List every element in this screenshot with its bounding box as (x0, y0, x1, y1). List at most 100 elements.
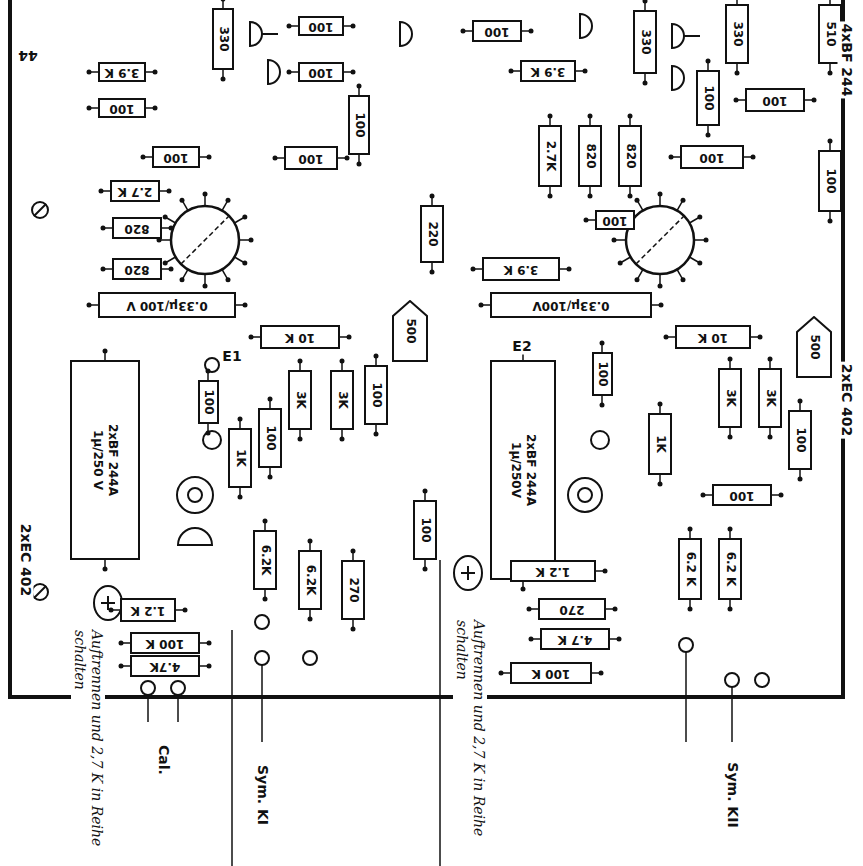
solder-pad (340, 359, 345, 364)
solder-pad (238, 495, 243, 500)
mounting-hole (32, 584, 48, 600)
value-text: 100 (308, 65, 333, 80)
value-text: 100 (823, 168, 838, 193)
solder-pad (207, 641, 212, 646)
solder-pad (423, 489, 428, 494)
solder-pad (374, 432, 379, 437)
value-label: 2.7K (543, 141, 558, 172)
solder-pad (617, 637, 622, 642)
solder-pad (701, 493, 706, 498)
solder-pad (658, 482, 663, 487)
value-label: 100 (163, 150, 188, 165)
resistor-box: 100 (745, 88, 805, 112)
value-text: 3K (763, 389, 778, 407)
switch-pad (249, 238, 254, 243)
solder-pad (308, 617, 313, 622)
solder-pad (529, 29, 534, 34)
resistor-box: 100 (348, 95, 370, 155)
resistor-box: 100 (298, 16, 344, 36)
value-label: 2xBF 244A1μ/250V (508, 434, 538, 506)
value-label: 3.9 K (105, 65, 140, 80)
solder-pad (430, 194, 435, 199)
solder-pad (141, 155, 146, 160)
value-label: 100 (793, 427, 808, 452)
solder-pad (527, 607, 532, 612)
resistor-box: 100 (592, 352, 613, 396)
value-text: 2.7K (543, 141, 558, 172)
signal-name: 2xEC 402 (17, 522, 34, 599)
value-text: 3K (335, 391, 350, 409)
value-text: 100 (602, 213, 627, 228)
value-text: 100 (418, 517, 433, 542)
switch-pad (180, 198, 185, 203)
solder-pad (768, 357, 773, 362)
solder-pad (728, 357, 733, 362)
solder-pad (688, 607, 693, 612)
solder-pad (87, 70, 92, 75)
solder-pad (613, 607, 618, 612)
value-text: 3.9 K (504, 262, 539, 277)
value-label: 6.2 K (723, 552, 738, 587)
solder-pad (603, 569, 608, 574)
resistor-box: 1K (228, 428, 252, 488)
solder-pad (347, 335, 352, 340)
resistor-box: 220 (420, 205, 444, 263)
solder-pad (669, 155, 674, 160)
value-label: 3.9 K (531, 64, 566, 79)
solder-pad (479, 303, 484, 308)
value-text: 330 (216, 26, 231, 51)
trimmer-potentiometer: 500 (796, 316, 832, 378)
solder-pad (221, 77, 226, 82)
resistor-box: 6.2K (253, 530, 277, 590)
switch-pad (681, 277, 686, 282)
value-label: 3K (763, 389, 778, 407)
solder-pad (664, 335, 669, 340)
solder-pad (600, 341, 605, 346)
value-text: 10 K (285, 330, 315, 345)
value-text: 820 (124, 221, 149, 236)
value-text: 3.9 K (531, 64, 566, 79)
resistor-box: 6.2 K (718, 538, 742, 600)
value-text: 100 (369, 382, 384, 407)
trimmer-potentiometer: 500 (392, 300, 428, 362)
solder-pad (273, 156, 278, 161)
switch-pad (612, 238, 617, 243)
solder-pad (643, 0, 648, 4)
switch-pad (635, 198, 640, 203)
value-text: 1.2 K (131, 603, 166, 618)
value-label: 270 (559, 602, 584, 617)
switch-pad (226, 198, 231, 203)
value-text: 2xBF 244A (105, 424, 120, 496)
value-text: 500 (403, 318, 418, 343)
solder-pad (658, 402, 663, 407)
solder-pad (207, 664, 212, 669)
value-text: 100 (109, 101, 134, 116)
value-text: 100 K (146, 636, 185, 651)
signal-name: 4xBF 244 (838, 21, 855, 98)
value-label: 270 (346, 577, 361, 602)
solder-pad (351, 24, 356, 29)
solder-pad (599, 671, 604, 676)
value-text: 330 (730, 21, 745, 46)
solder-pad (351, 627, 356, 632)
value-text: 1μ/250V (508, 434, 523, 506)
value-label: 510 (823, 21, 838, 46)
capacitor-box: 2xBF 244A1μ/250V (490, 360, 556, 580)
solder-pad (340, 437, 345, 442)
solder-pad (167, 189, 172, 194)
resistor-box: 100 (98, 98, 146, 118)
solder-pad (287, 70, 292, 75)
solder-pad (263, 597, 268, 602)
switch-wiper (636, 216, 684, 264)
solder-pad (567, 267, 572, 272)
value-label: 330 (216, 26, 231, 51)
resistor-box: 330 (212, 8, 234, 70)
value-text: 6.2 K (683, 552, 698, 587)
solder-pad (101, 267, 106, 272)
value-label: 100 K (532, 666, 571, 681)
switch-pad (635, 277, 640, 282)
solder-pad (206, 369, 211, 374)
switch-pad (697, 261, 702, 266)
solder-pad (103, 349, 108, 354)
part-label: E1 (220, 348, 243, 365)
